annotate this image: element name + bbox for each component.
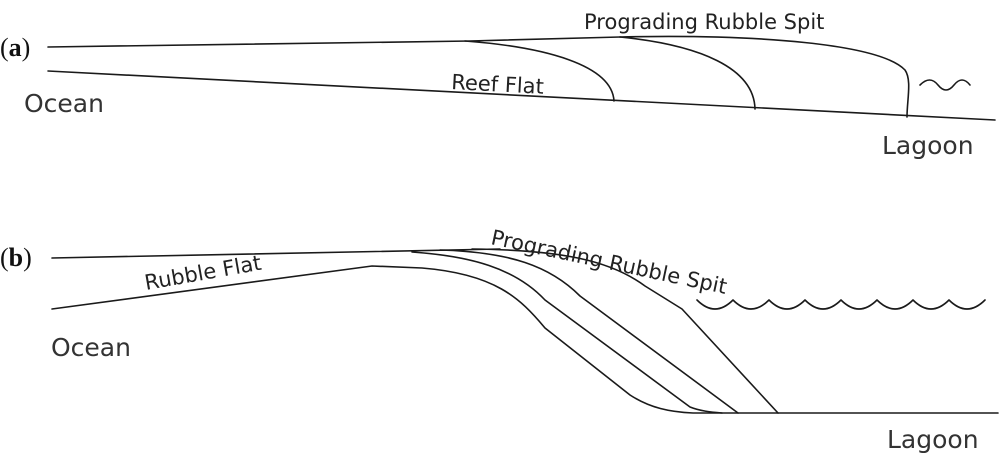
panel-a-spit-line-2 — [619, 36, 756, 110]
panel-b-spit-line-1 — [411, 251, 723, 414]
panel-b-rubble-flat-line — [51, 265, 999, 414]
panel-a-water-waves — [919, 79, 971, 91]
panel-b-top-surface — [51, 248, 501, 259]
panel-b-spit-line-2 — [439, 249, 739, 414]
panel-a-lagoon-label: Lagoon — [882, 131, 974, 160]
panel-b-spit-line-3 — [471, 248, 779, 414]
panel-a-top-surface — [47, 36, 621, 48]
panel-a-label: (a) — [0, 33, 30, 62]
panel-b-water-waves — [696, 299, 986, 310]
panel-b-label: (b) — [0, 243, 32, 272]
panel-b-ocean-label: Ocean — [51, 333, 131, 362]
panel-a-spit-line-3 — [619, 35, 910, 118]
panel-a-reef-flat-label: Reef Flat — [451, 70, 545, 99]
panel-b: (b) Ocean Lagoon Rubble Flat Prograding … — [0, 225, 999, 454]
panel-b-lagoon-label: Lagoon — [887, 425, 979, 454]
panel-a-reef-flat-line — [47, 70, 996, 121]
panel-a-spit-label: Prograding Rubble Spit — [584, 10, 824, 34]
panel-a: (a) Ocean Lagoon Reef Flat Prograding Ru… — [0, 10, 996, 160]
panel-a-ocean-label: Ocean — [24, 89, 104, 118]
panel-a-spit-line-1 — [464, 40, 615, 102]
